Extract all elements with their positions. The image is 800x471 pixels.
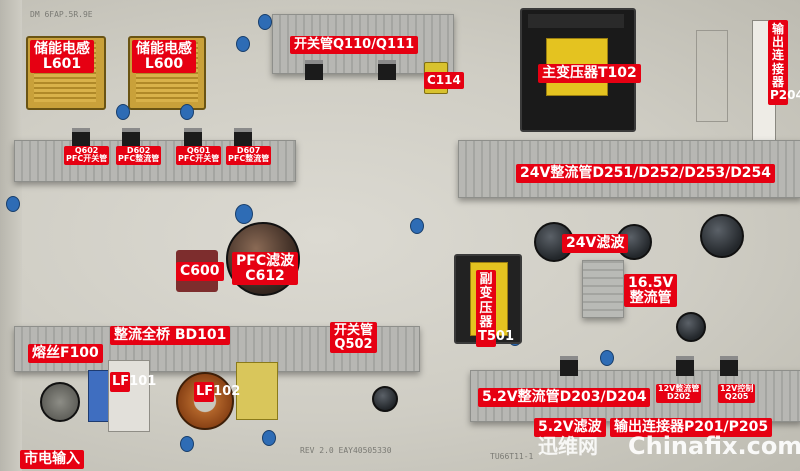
- label-c600: C600: [176, 262, 224, 281]
- heatsink-16v: [582, 260, 624, 318]
- label-l601: 储能电感 L601: [30, 40, 94, 74]
- board-edge-left: [0, 0, 22, 471]
- label-24v-filter: 24V滤波: [562, 234, 629, 253]
- label-p201-p205: 输出连接器P201/P205: [610, 418, 773, 437]
- label-16v-rect: 16.5V 整流管: [624, 274, 678, 308]
- label-f100: 熔丝F100: [28, 344, 103, 363]
- label-q601: Q601 PFC开关管: [176, 146, 222, 165]
- label-d202: 12V整流管 D202: [656, 384, 702, 403]
- label-p204: 输出连接器P204: [768, 20, 800, 106]
- watermark-cn: 迅维网: [538, 434, 598, 458]
- transistor-q111: [378, 60, 396, 80]
- varistor: [40, 382, 80, 422]
- blue-cap: [258, 14, 272, 30]
- diode-d202: [676, 356, 694, 376]
- label-t501: 副变压器 T501: [476, 270, 514, 348]
- silkscreen-part: TU66T11-1: [490, 452, 534, 461]
- blue-cap: [180, 436, 194, 452]
- blue-cap: [235, 204, 253, 224]
- label-q602: Q602 PFC开关管: [64, 146, 110, 165]
- transistor-q602: [72, 128, 90, 148]
- label-c114: C114: [424, 72, 464, 89]
- transistor-q110: [305, 60, 323, 80]
- transistor-q601: [184, 128, 202, 148]
- label-d203-d204: 5.2V整流管D203/D204: [478, 388, 651, 407]
- blue-cap: [262, 430, 276, 446]
- blue-cap: [236, 36, 250, 52]
- watermark-en: Chinafix.com: [628, 432, 800, 460]
- label-q110-q111: 开关管Q110/Q111: [290, 36, 419, 54]
- silk-outline: [696, 30, 728, 122]
- label-l600: 储能电感 L600: [132, 40, 196, 74]
- label-52v-filter: 5.2V滤波: [534, 418, 606, 437]
- blue-cap: [6, 196, 20, 212]
- capacitor-16v: [676, 312, 706, 342]
- capacitor-24v-3: [700, 214, 744, 258]
- label-c612: PFC滤波 C612: [232, 252, 299, 286]
- blue-cap: [600, 350, 614, 366]
- label-q502: 开关管 Q502: [330, 322, 378, 354]
- silkscreen-top: DM 6FAP.5R.9E: [30, 10, 93, 19]
- label-lf102: LF102: [194, 382, 240, 403]
- silkscreen-bottom: REV 2.0 EAY40505330: [300, 446, 392, 455]
- label-d602: D602 PFC整流管: [116, 146, 162, 165]
- label-d251-d254: 24V整流管D251/D252/D253/D254: [516, 164, 776, 183]
- label-bd101: 整流全桥 BD101: [110, 326, 231, 345]
- diode-d602: [122, 128, 140, 148]
- label-d607: D607 PFC整流管: [226, 146, 272, 165]
- label-mains-input: 市电输入: [20, 450, 84, 469]
- label-lf101: LF101: [110, 372, 156, 393]
- x-capacitor: [236, 362, 278, 420]
- capacitor-small: [372, 386, 398, 412]
- blue-cap: [180, 104, 194, 120]
- diode-d203: [560, 356, 578, 376]
- blue-cap: [410, 218, 424, 234]
- choke-lf101: [108, 360, 150, 432]
- blue-cap: [116, 104, 130, 120]
- label-t102: 主变压器T102: [538, 64, 641, 83]
- transistor-q205: [720, 356, 738, 376]
- label-q205: 12V控制 Q205: [718, 384, 756, 403]
- diode-d607: [234, 128, 252, 148]
